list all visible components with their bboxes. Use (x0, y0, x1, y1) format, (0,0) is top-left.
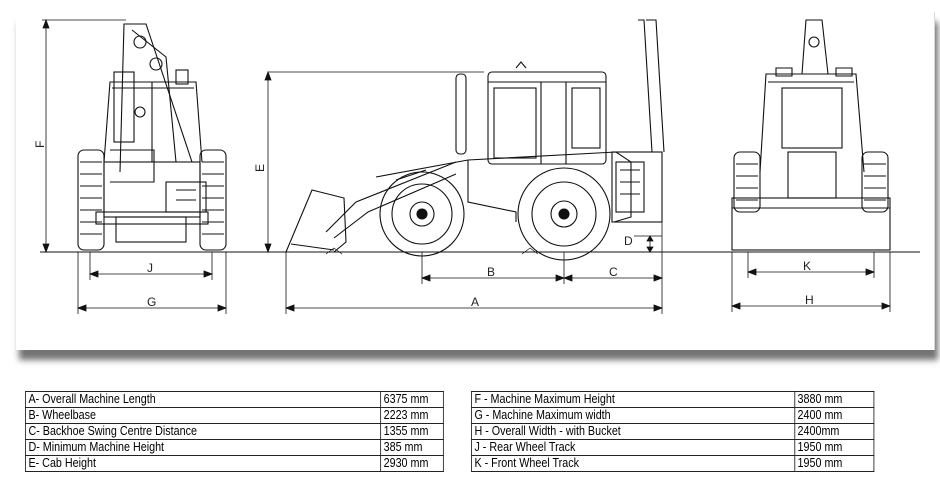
spec-label: B- Wheelbase (25, 407, 382, 424)
loader-bucket (285, 189, 347, 253)
dimension-label-d: D (624, 234, 633, 248)
front-right-tyre (861, 151, 889, 213)
spec-value: 2930 mm (380, 455, 444, 472)
spec-label: D- Minimum Machine Height (25, 439, 382, 456)
dimension-label-g: G (147, 295, 156, 309)
dimension-label-h: H (805, 293, 814, 307)
spec-label: E- Cab Height (25, 455, 382, 472)
spec-value: 1950 mm (794, 439, 875, 456)
dimension-label-b: B (487, 265, 495, 279)
cab (487, 71, 607, 165)
spec-value: 2400mm (794, 423, 875, 440)
spec-label: H - Overall Width - with Bucket (471, 423, 795, 440)
dimension-drawing: F J G E D B C A K H (33, 18, 920, 314)
spec-value: 2223 mm (380, 407, 444, 424)
front-view-machine-drawing (731, 19, 891, 251)
drawing-panel: F J G E D B C A K H (16, 12, 935, 350)
front-bucket (731, 197, 891, 251)
dimension-lines-rear (42, 18, 228, 314)
rear-right-tyre (199, 149, 227, 251)
spec-value: 2400 mm (794, 407, 875, 424)
dimension-lines-front (730, 252, 892, 312)
rear-left-tyre (77, 149, 105, 251)
side-view-machine-drawing (285, 19, 665, 261)
dimension-label-f: F (33, 141, 47, 148)
spec-value: 6375 mm (380, 391, 444, 408)
spec-label: G - Machine Maximum width (471, 407, 795, 424)
rear-view-machine-drawing (77, 23, 227, 251)
dimension-label-e: E (253, 164, 267, 172)
spec-label: F - Machine Maximum Height (471, 391, 795, 408)
spec-label: J - Rear Wheel Track (471, 439, 795, 456)
dimension-label-k: K (803, 259, 811, 273)
front-left-tyre (733, 151, 761, 213)
spec-value: 385 mm (380, 439, 444, 456)
dimension-label-c: C (609, 265, 618, 279)
dimension-label-a: A (471, 295, 479, 309)
dimension-label-j: J (147, 261, 153, 275)
spec-value: 3880 mm (794, 391, 875, 408)
spec-value: 1355 mm (380, 423, 444, 440)
spec-label: C- Backhoe Swing Centre Distance (25, 423, 382, 440)
spec-value: 1950 mm (794, 455, 875, 472)
spec-label: K - Front Wheel Track (471, 455, 795, 472)
dimension-lines-side (264, 70, 664, 314)
spec-label: A- Overall Machine Length (25, 391, 382, 408)
